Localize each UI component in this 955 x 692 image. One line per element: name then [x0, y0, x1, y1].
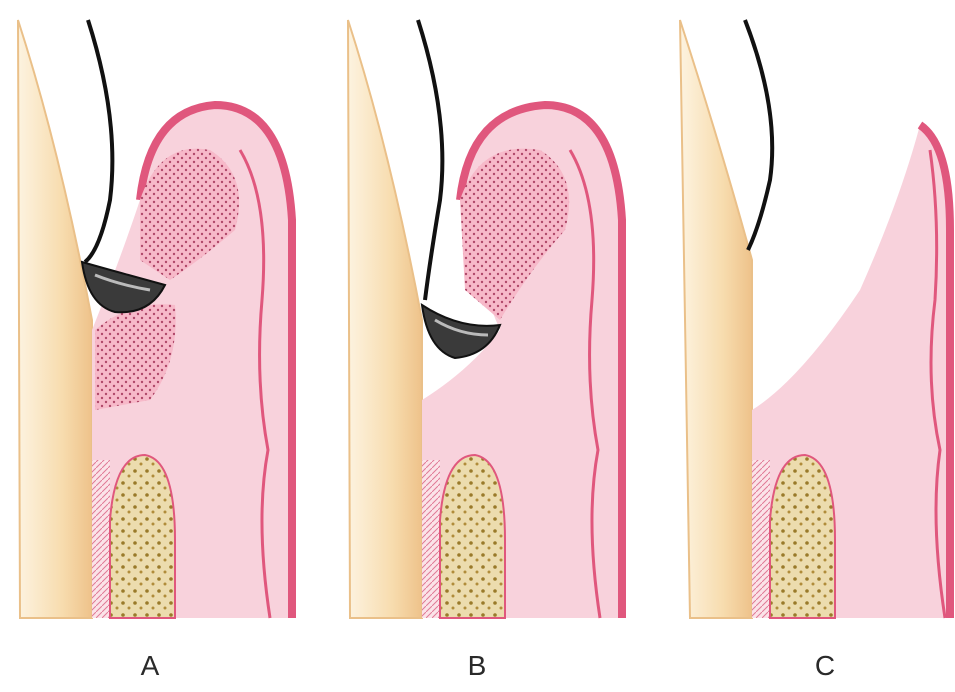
alveolar-bone: [440, 455, 505, 618]
pdl: [422, 460, 440, 618]
curette-shaft: [85, 20, 112, 262]
tooth-root: [680, 20, 752, 618]
panel-label-a: A: [120, 650, 180, 682]
alveolar-bone: [770, 455, 835, 618]
panel-label-c: C: [795, 650, 855, 682]
pdl: [92, 460, 110, 618]
alveolar-bone: [110, 455, 175, 618]
panel-c: [680, 20, 950, 618]
panel-a: [18, 20, 292, 618]
panel-b: [348, 20, 622, 618]
tooth-root: [348, 20, 422, 618]
tooth-root: [18, 20, 92, 618]
panel-label-b: B: [447, 650, 507, 682]
pdl: [752, 460, 770, 618]
curette-shaft: [418, 20, 442, 300]
curette-shaft: [745, 20, 772, 250]
